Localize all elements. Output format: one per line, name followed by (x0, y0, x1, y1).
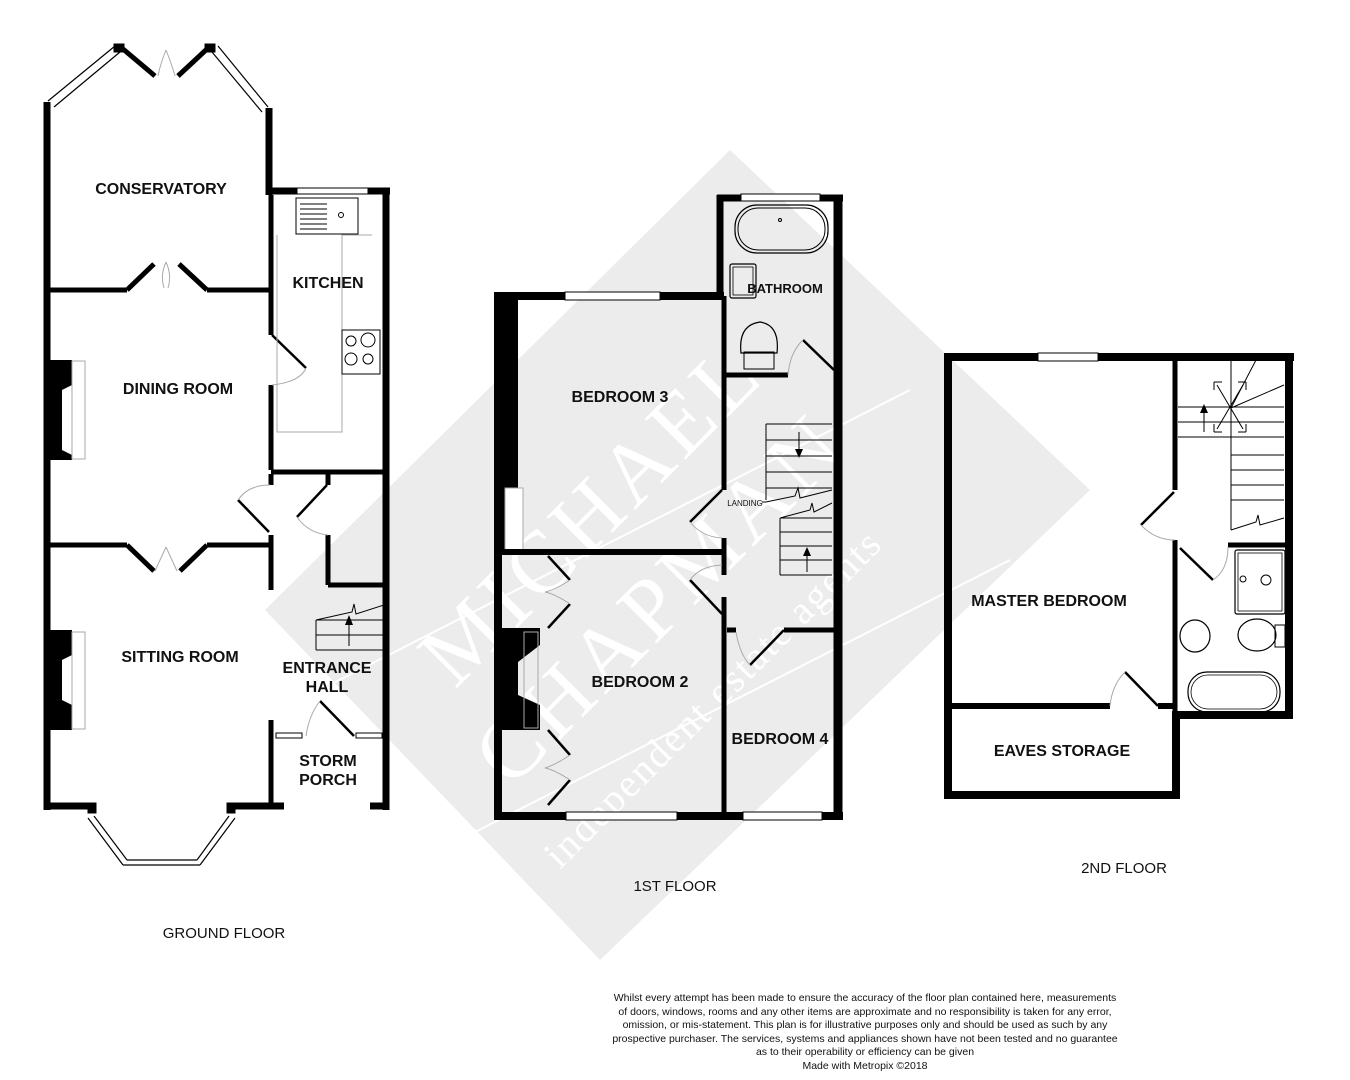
second-floor-labels: MASTER BEDROOM EAVES STORAGE 2ND FLOOR (971, 593, 1167, 877)
disclaimer-line: omission, or mis-statement. This plan is… (622, 1019, 1108, 1032)
room-eaves-storage: EAVES STORAGE (994, 743, 1131, 760)
ground-floor-labels: CONSERVATORY KITCHEN DINING ROOM SITTING… (95, 181, 372, 942)
disclaimer: Whilst every attempt has been made to en… (560, 992, 1170, 1074)
window (47, 45, 269, 113)
disclaimer-line: of doors, windows, rooms and any other i… (618, 1005, 1112, 1018)
metropix-credit: Made with Metropix ©2018 (802, 1059, 928, 1072)
room-bedroom-3: BEDROOM 3 (572, 389, 669, 406)
room-entrance-hall: ENTRANCE (283, 660, 372, 677)
room-bedroom-2: BEDROOM 2 (592, 674, 689, 691)
room-bedroom-4: BEDROOM 4 (732, 731, 829, 748)
room-conservatory: CONSERVATORY (95, 181, 227, 198)
room-kitchen: KITCHEN (292, 275, 363, 292)
first-floor-labels: BATHROOM BEDROOM 3 LANDING BEDROOM 2 BED… (572, 281, 829, 895)
ground-floor-plan (43, 43, 390, 866)
first-floor-plan (494, 193, 843, 821)
floor-label-second: 2ND FLOOR (1081, 860, 1167, 877)
room-entrance-hall-line2: HALL (306, 679, 349, 696)
room-sitting-room: SITTING ROOM (121, 649, 238, 666)
room-dining-room: DINING ROOM (123, 381, 233, 398)
room-storm-porch-line2: PORCH (299, 772, 357, 789)
floor-label-ground: GROUND FLOOR (163, 925, 286, 942)
disclaimer-line: as to their operability or efficiency ca… (755, 1046, 975, 1059)
room-bathroom: BATHROOM (747, 281, 823, 296)
disclaimer-line: prospective purchaser. The services, sys… (612, 1032, 1118, 1045)
disclaimer-line: Whilst every attempt has been made to en… (613, 992, 1117, 1004)
room-storm-porch: STORM (299, 753, 356, 770)
room-landing: LANDING (727, 499, 763, 508)
floor-label-first: 1ST FLOOR (633, 878, 716, 895)
second-floor-plan (944, 352, 1294, 799)
room-master-bedroom: MASTER BEDROOM (971, 593, 1127, 610)
